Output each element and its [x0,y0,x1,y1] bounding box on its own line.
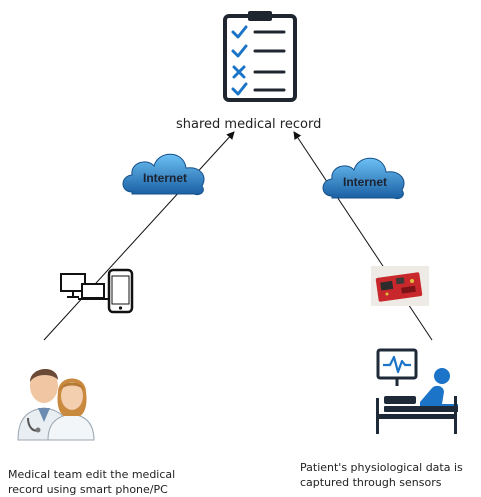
medical-team-caption-line1: Medical team edit the medical [8,468,176,481]
computer-and-smartphone-icon [60,268,134,314]
sensor-board-photo [371,266,429,306]
cloud-label: Internet [343,175,387,189]
cloud-icon: Internet [322,157,405,199]
patient-caption-line1: Patient's physiological data is [300,461,463,474]
checklist-clipboard-icon [223,11,297,102]
doctors-icon [17,368,95,441]
cloud-icon: Internet [122,153,205,195]
medical-team-caption-line2: record using smart phone/PC [8,483,168,496]
arrow-team-to-record [43,131,235,341]
record-label: shared medical record [176,117,322,132]
patient-caption-line2: captured through sensors [300,476,442,489]
patient-bed-monitor-icon [376,348,458,434]
cloud-label: Internet [143,171,187,185]
